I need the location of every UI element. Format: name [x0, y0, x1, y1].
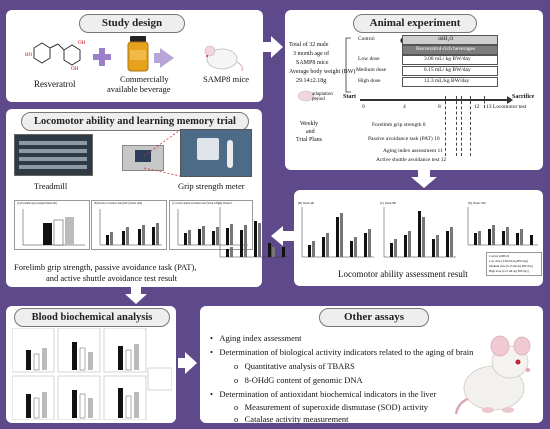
- locomotor-test-label: 13 Locomotor test: [486, 104, 527, 110]
- shuttle-chart: (C) Active shuttle avoidance test (Week …: [169, 200, 253, 250]
- group-name-medium: Medium dose: [356, 67, 387, 73]
- group-bracket: [345, 37, 351, 93]
- total-line-4: Average body weight (BW): [289, 69, 356, 75]
- total-line-5: 29.14±2.18g: [296, 78, 327, 84]
- arrow-down-animal: [418, 170, 430, 178]
- event-aging: Aging index assessment 11: [383, 148, 443, 154]
- locomotor-title: Locomotor ability and learning memory tr…: [21, 112, 249, 131]
- group-name-high: High dose: [358, 78, 381, 84]
- marker-10: [456, 96, 457, 156]
- marker-13: [484, 96, 485, 108]
- tick-12: 12: [474, 104, 480, 110]
- assessment-chart-d: [467, 207, 538, 246]
- beverage-bottle-icon: [127, 36, 149, 72]
- arrow-down-locomotor: [131, 287, 141, 295]
- group-dose-low: [402, 55, 498, 65]
- study-design-title: Study design: [79, 14, 185, 33]
- assessment-legend: Control (ddH₂O) Low dose (3.08 mL/kg BW/…: [486, 252, 542, 276]
- event-shuttle: Active shuttle avoidance test 12: [376, 157, 447, 163]
- svg-text:OH: OH: [71, 67, 79, 70]
- arrow-to-animal-design: [262, 42, 272, 52]
- group-name-low: Low dose: [358, 56, 380, 62]
- weekly-2: and: [306, 129, 315, 135]
- pat-chart: (B) Passive avoidance task (PAT) (Week 1…: [91, 200, 167, 250]
- sub-8ohdg: o 8-OHdG content of genomic DNA: [234, 375, 363, 385]
- bullet-liver: • Determination of antioxidant biochemic…: [210, 389, 437, 399]
- grip-device-image: [122, 145, 164, 171]
- tick-0: 0: [362, 104, 365, 110]
- animal-design-title: Animal experiment design: [353, 14, 477, 46]
- locomotor-caption-2: and active shuttle avoidance test result: [46, 273, 177, 283]
- svg-text:HO: HO: [25, 53, 33, 58]
- total-line-3: SAMP8 mice: [296, 60, 329, 66]
- grip-strength-chart: (A) Forelimb grip strength (Week 8th): [14, 200, 90, 250]
- arrow-to-mice: [160, 48, 174, 68]
- sub-tbars: o Quantitative analysis of TBARS: [234, 361, 355, 371]
- group-name-control: Control: [358, 36, 375, 42]
- blood-title: Blood biochemical analysis: [14, 308, 170, 327]
- event-pat: Passive avoidance task (PAT) 10: [368, 136, 440, 142]
- total-line-2: 3 month age of: [293, 51, 330, 57]
- sacrifice-label: Sacrifice: [512, 94, 535, 100]
- sub-sod: o Measurement of superoxide dismutase (S…: [234, 402, 429, 412]
- plus-icon: [93, 48, 111, 66]
- assessment-chart-a: [219, 207, 289, 258]
- sub-catalase: o Catalase activity measurement: [234, 414, 349, 424]
- event-grip: Forelimb grip strength 8: [372, 122, 426, 128]
- assessment-chart-d-label: (D) Week 13th: [468, 201, 486, 205]
- mouse-icon: [204, 45, 244, 72]
- small-mouse-icon: [297, 90, 318, 102]
- timeline-axis: [360, 99, 508, 101]
- tick-4: 4: [403, 104, 406, 110]
- group-dose-high: [402, 77, 498, 87]
- marker-8: [445, 96, 446, 156]
- locomotor-caption-1: Forelimb grip strength, passive avoidanc…: [14, 262, 197, 272]
- beverage-label-1: Commercially: [120, 74, 169, 84]
- resveratrol-structure: HO OH OH: [25, 41, 86, 70]
- arrow-left-to-locomotor: [271, 226, 283, 246]
- resveratrol-label: Resveratrol: [34, 79, 76, 89]
- mice-label: SAMP8 mice: [203, 74, 250, 84]
- marker-12: [470, 96, 471, 156]
- tick-8: 8: [438, 104, 441, 110]
- treadmill-label: Treadmill: [34, 181, 68, 191]
- total-line-1: Total of 32 male: [289, 42, 329, 48]
- assessment-chart-c: [383, 207, 456, 258]
- group-dose-medium: [402, 66, 498, 76]
- grip-meter-image: [180, 129, 252, 177]
- bullet-brain: • Determination of biological activity i…: [210, 347, 474, 357]
- blood-charts: [12, 328, 172, 420]
- start-label: Start: [343, 94, 356, 100]
- assessment-caption: Locomotor ability assessment result: [338, 269, 468, 279]
- weekly-1: Weekly: [300, 121, 319, 127]
- arrow-to-other-assays: [178, 358, 186, 368]
- grip-label: Grip strength meter: [178, 181, 245, 191]
- assessment-chart-b-label: (B) Week 4th: [298, 201, 315, 205]
- group-dose-control: [402, 35, 498, 45]
- beverage-label-2: available beverage: [107, 84, 171, 94]
- group-dose-header: [402, 45, 498, 55]
- other-assays-title: Other assays: [319, 308, 429, 327]
- weekly-3: Trial Plans: [296, 137, 322, 143]
- adaptation-label: adaptation period: [312, 92, 333, 102]
- assessment-chart-c-label: (C) Week 8th: [380, 201, 397, 205]
- large-mouse-icon: [454, 335, 531, 415]
- assessment-chart-b: [301, 207, 374, 258]
- bullet-aging: • Aging index assessment: [210, 333, 302, 343]
- assessment-chart-a-label: (A) Week 0: [218, 201, 232, 205]
- treadmill-image: [14, 134, 93, 176]
- marker-11: [461, 96, 462, 156]
- zoom-lines: [143, 129, 181, 177]
- svg-text:OH: OH: [78, 41, 86, 46]
